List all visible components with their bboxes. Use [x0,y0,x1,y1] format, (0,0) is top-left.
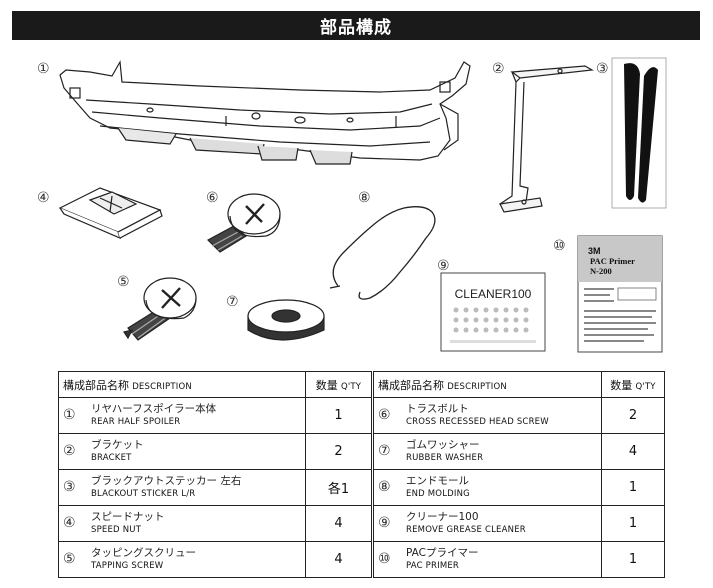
qty-cell: 4 [305,505,373,542]
qty-cell: 1 [601,505,665,542]
table-row: ① リヤハーフスポイラー本体 REAR HALF SPOILER 1 ⑥ トラス… [58,397,665,434]
part-cell: ③ ブラックアウトステッカー 左右 BLACKOUT STICKER L/R [58,469,306,506]
cleaner-label-drawing: CLEANER100 [440,272,546,352]
pac-primer-brand: 3M [588,246,601,256]
figure-number-9: ⑨ [437,258,450,274]
figure-number-10: ⑩ [553,238,566,254]
table-row: ⑤ タッピングスクリュー TAPPING SCREW 4 ⑩ PACプライマー … [58,541,665,578]
part-cell: ⑦ ゴムワッシャー RUBBER WASHER [371,433,602,470]
table-row: ② ブラケット BRACKET 2 ⑦ ゴムワッシャー RUBBER WASHE… [58,433,665,470]
qty-cell: 2 [601,397,665,434]
tapping-screw-drawing [123,277,197,341]
cleaner-label-title: CLEANER100 [455,287,532,301]
pac-primer-name: PAC Primer [590,256,635,266]
part-cell: ⑤ タッピングスクリュー TAPPING SCREW [58,541,306,578]
part-cell: ① リヤハーフスポイラー本体 REAR HALF SPOILER [58,397,306,434]
part-cell: ② ブラケット BRACKET [58,433,306,470]
rear-half-spoiler-drawing [59,60,471,165]
pac-primer-code: N-200 [590,266,612,276]
part-cell: ⑧ エンドモール END MOLDING [371,469,602,506]
qty-cell: 4 [305,541,373,578]
header-qty-right: 数量 Q'TY [601,371,665,398]
figure-number-2: ② [492,61,505,77]
figure-number-5: ⑤ [117,274,130,290]
figure-number-4: ④ [37,190,50,206]
part-cell: ⑩ PACプライマー PAC PRIMER [371,541,602,578]
figure-number-1: ① [37,61,50,77]
qty-cell: 1 [601,469,665,506]
part-cell: ⑥ トラスボルト CROSS RECESSED HEAD SCREW [371,397,602,434]
cross-screw-drawing [207,193,281,253]
figure-number-3: ③ [596,61,609,77]
end-molding-drawing [329,206,436,300]
rubber-washer-drawing [247,299,325,341]
blackout-sticker-drawing [611,57,667,209]
header-description-right: 構成部品名称 DESCRIPTION [371,371,602,398]
parts-table: 構成部品名称 DESCRIPTION 数量 Q'TY 構成部品名称 DESCRI… [58,371,665,578]
page-title-text: 部品構成 [320,18,392,38]
qty-cell: 1 [601,541,665,578]
figure-number-7: ⑦ [226,294,239,310]
table-row: ④ スピードナット SPEED NUT 4 ⑨ クリーナー100 REMOVE … [58,505,665,542]
speed-nut-drawing [58,187,163,240]
header-qty-left: 数量 Q'TY [305,371,373,398]
qty-cell: 1 [305,397,373,434]
table-header-row: 構成部品名称 DESCRIPTION 数量 Q'TY 構成部品名称 DESCRI… [58,371,665,398]
qty-cell: 2 [305,433,373,470]
figure-number-8: ⑧ [358,190,371,206]
figure-number-6: ⑥ [206,190,219,206]
header-description-left: 構成部品名称 DESCRIPTION [58,371,306,398]
part-cell: ④ スピードナット SPEED NUT [58,505,306,542]
page-title: 部品構成 [12,11,700,40]
pac-primer-label-drawing: 3M PAC Primer N-200 [577,235,663,353]
parts-illustration: CLEANER100 3M PAC Primer N-200 [58,57,667,353]
qty-cell: 各1 [305,469,373,506]
qty-cell: 4 [601,433,665,470]
table-row: ③ ブラックアウトステッカー 左右 BLACKOUT STICKER L/R 各… [58,469,665,506]
part-cell: ⑨ クリーナー100 REMOVE GREASE CLEANER [371,505,602,542]
bracket-drawing [499,65,594,213]
